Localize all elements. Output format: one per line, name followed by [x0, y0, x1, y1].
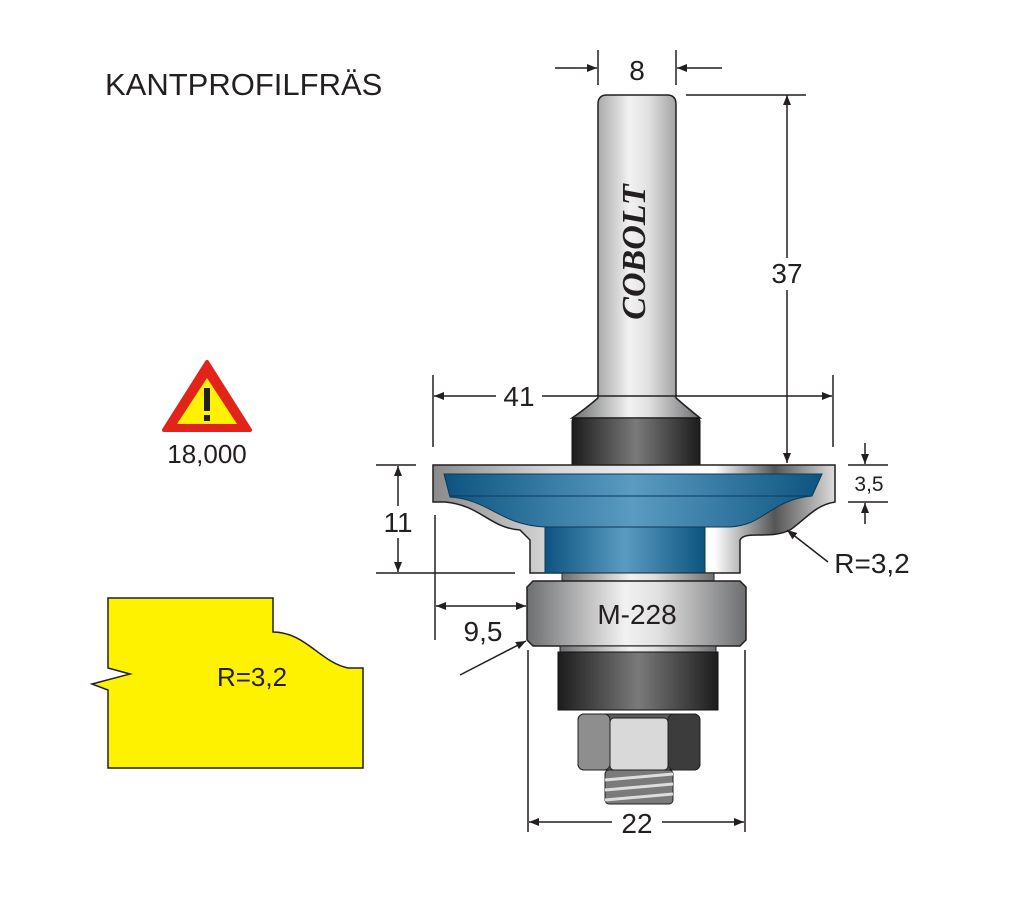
dim-cut-height: 11 — [383, 507, 412, 538]
brand-logo: COBOLT — [616, 183, 653, 320]
warning-triangle-icon — [162, 360, 252, 432]
bearing-label: M-228 — [597, 599, 676, 630]
dim-cutter-diameter: 41 — [503, 381, 534, 412]
dim-radius: R=3,2 — [834, 548, 910, 579]
max-rpm: 18,000 — [167, 439, 247, 469]
workpiece-profile — [89, 597, 364, 769]
dim-shank-length: 37 — [771, 258, 802, 289]
dim-cut-depth: 9,5 — [464, 616, 503, 647]
dim-step-height: 3,5 — [854, 473, 883, 496]
dim-bearing-diameter: 22 — [621, 808, 652, 839]
router-bit — [432, 94, 836, 805]
diagram-title: KANTPROFILFRÄS — [105, 67, 382, 102]
profile-radius-label: R=3,2 — [217, 662, 287, 692]
dim-shank-diameter: 8 — [629, 55, 645, 86]
